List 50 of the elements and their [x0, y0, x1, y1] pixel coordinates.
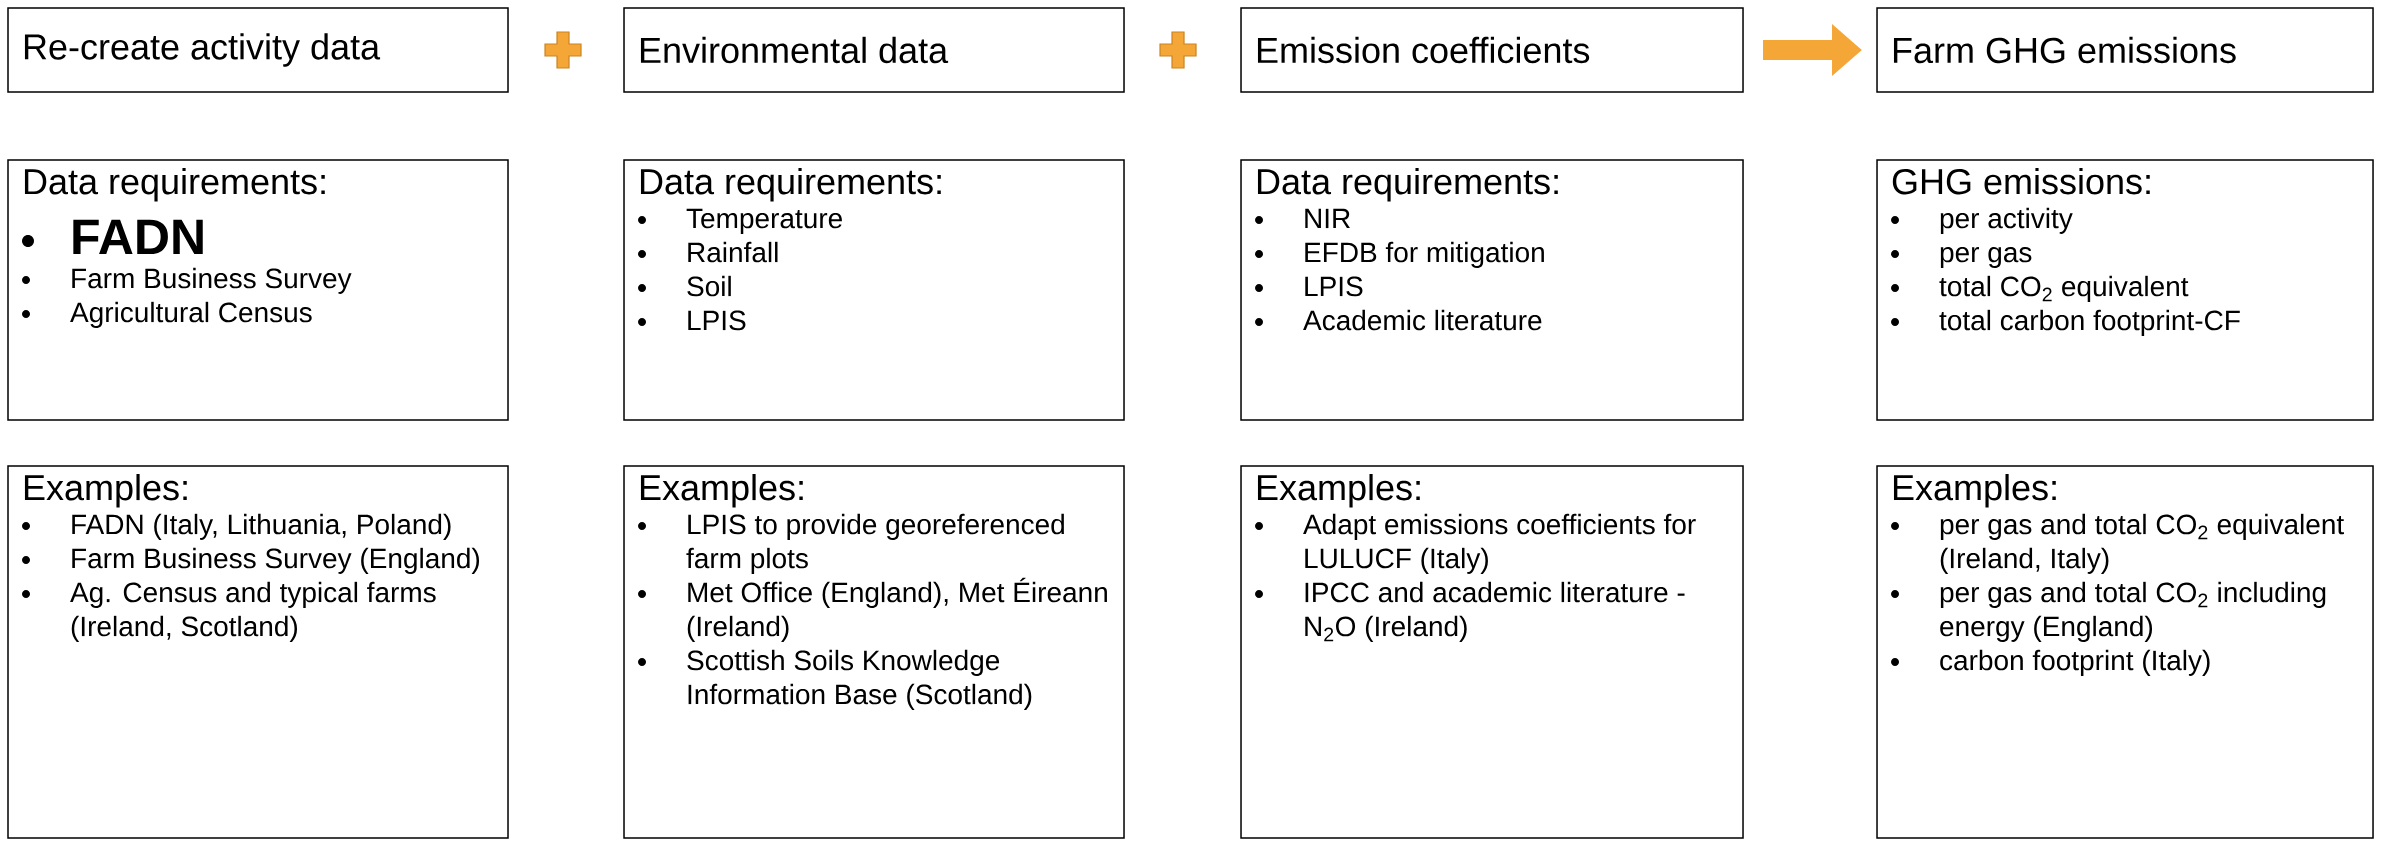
box-heading: Environmental data: [640, 36, 949, 64]
box-heading: Data requirements:: [24, 168, 325, 202]
bullet-item: IPCC and academic literature - N$_{2}$O (Ireland): [1305, 581, 1685, 642]
text-box: [623, 465, 1125, 839]
bullet-item: total carbon footprint-CF: [1939, 309, 2240, 336]
box-heading: Examples:: [1893, 474, 2056, 508]
bullet-item: total CO$_{2}$ equivalent: [1939, 275, 2189, 302]
bullet-item: Ag. Census and typical farms (Ireland, Scotland): [70, 581, 436, 642]
box-heading: Examples:: [24, 474, 187, 508]
bullet-item: LPIS: [1305, 276, 1363, 297]
bullet-item: LPIS: [688, 310, 746, 331]
box-heading: Examples:: [1257, 474, 1420, 508]
box-heading: Examples:: [640, 474, 803, 508]
text-box: [1240, 159, 1744, 421]
text-box: [1876, 465, 2374, 839]
bullet-item: Soil: [687, 275, 731, 297]
bullet-item: per gas and total CO$_{2}$ equivalent (Ireland, Italy): [1940, 513, 2344, 574]
text-box: [1876, 159, 2374, 421]
box-heading: Re-create activity data: [24, 33, 381, 67]
bullet-item: Adapt emissions coefficients for LULUCF (Italy): [1303, 513, 1696, 574]
bullet-item: Temperature: [686, 208, 842, 234]
bullet-item: FADN (Italy, Lithuania, Poland): [72, 513, 451, 540]
bullet-item: carbon footprint (Italy): [1940, 649, 2210, 676]
bullet-item: NIR: [1305, 208, 1350, 229]
bullet-item: per gas and total CO$_{2}$ including energy (England): [1940, 581, 2326, 642]
box-heading: Data requirements:: [1257, 168, 1558, 202]
text-box: [7, 465, 509, 839]
text-box: [623, 159, 1125, 421]
text-box: [1240, 7, 1744, 93]
bullet-item: LPIS to provide georeferenced farm plots: [686, 513, 1064, 574]
text-box: [7, 159, 509, 421]
bullet-item: Academic literature: [1303, 309, 1542, 331]
text-box: [1876, 7, 2374, 93]
bullet-item: Agricultural Census: [70, 301, 312, 328]
bullet-item: per gas: [1940, 247, 2032, 268]
box-heading: Data requirements:: [640, 168, 941, 202]
box-heading: Farm GHG emissions: [1893, 36, 2236, 64]
bullet-item: EFDB for mitigation: [1305, 241, 1544, 268]
text-box: [623, 7, 1125, 93]
box-heading: Emission coefficients: [1257, 36, 1590, 64]
bullet-item: per activity: [1940, 207, 2073, 234]
bullet-item: Rainfall: [688, 241, 778, 263]
bullet-item: Farm Business Survey (England): [72, 547, 480, 574]
text-box: [7, 7, 509, 93]
bullet-item: Scottish Soils Knowledge Information Base (Scotland): [687, 649, 1032, 710]
bullet-item: Met Office (England), Met Éireann (Ireland): [687, 577, 1107, 642]
bullet-item: FADN: [73, 219, 203, 255]
text-box: [1240, 465, 1744, 839]
bullet-item: Farm Business Survey: [72, 267, 352, 294]
box-heading: GHG emissions:: [1892, 168, 2150, 195]
